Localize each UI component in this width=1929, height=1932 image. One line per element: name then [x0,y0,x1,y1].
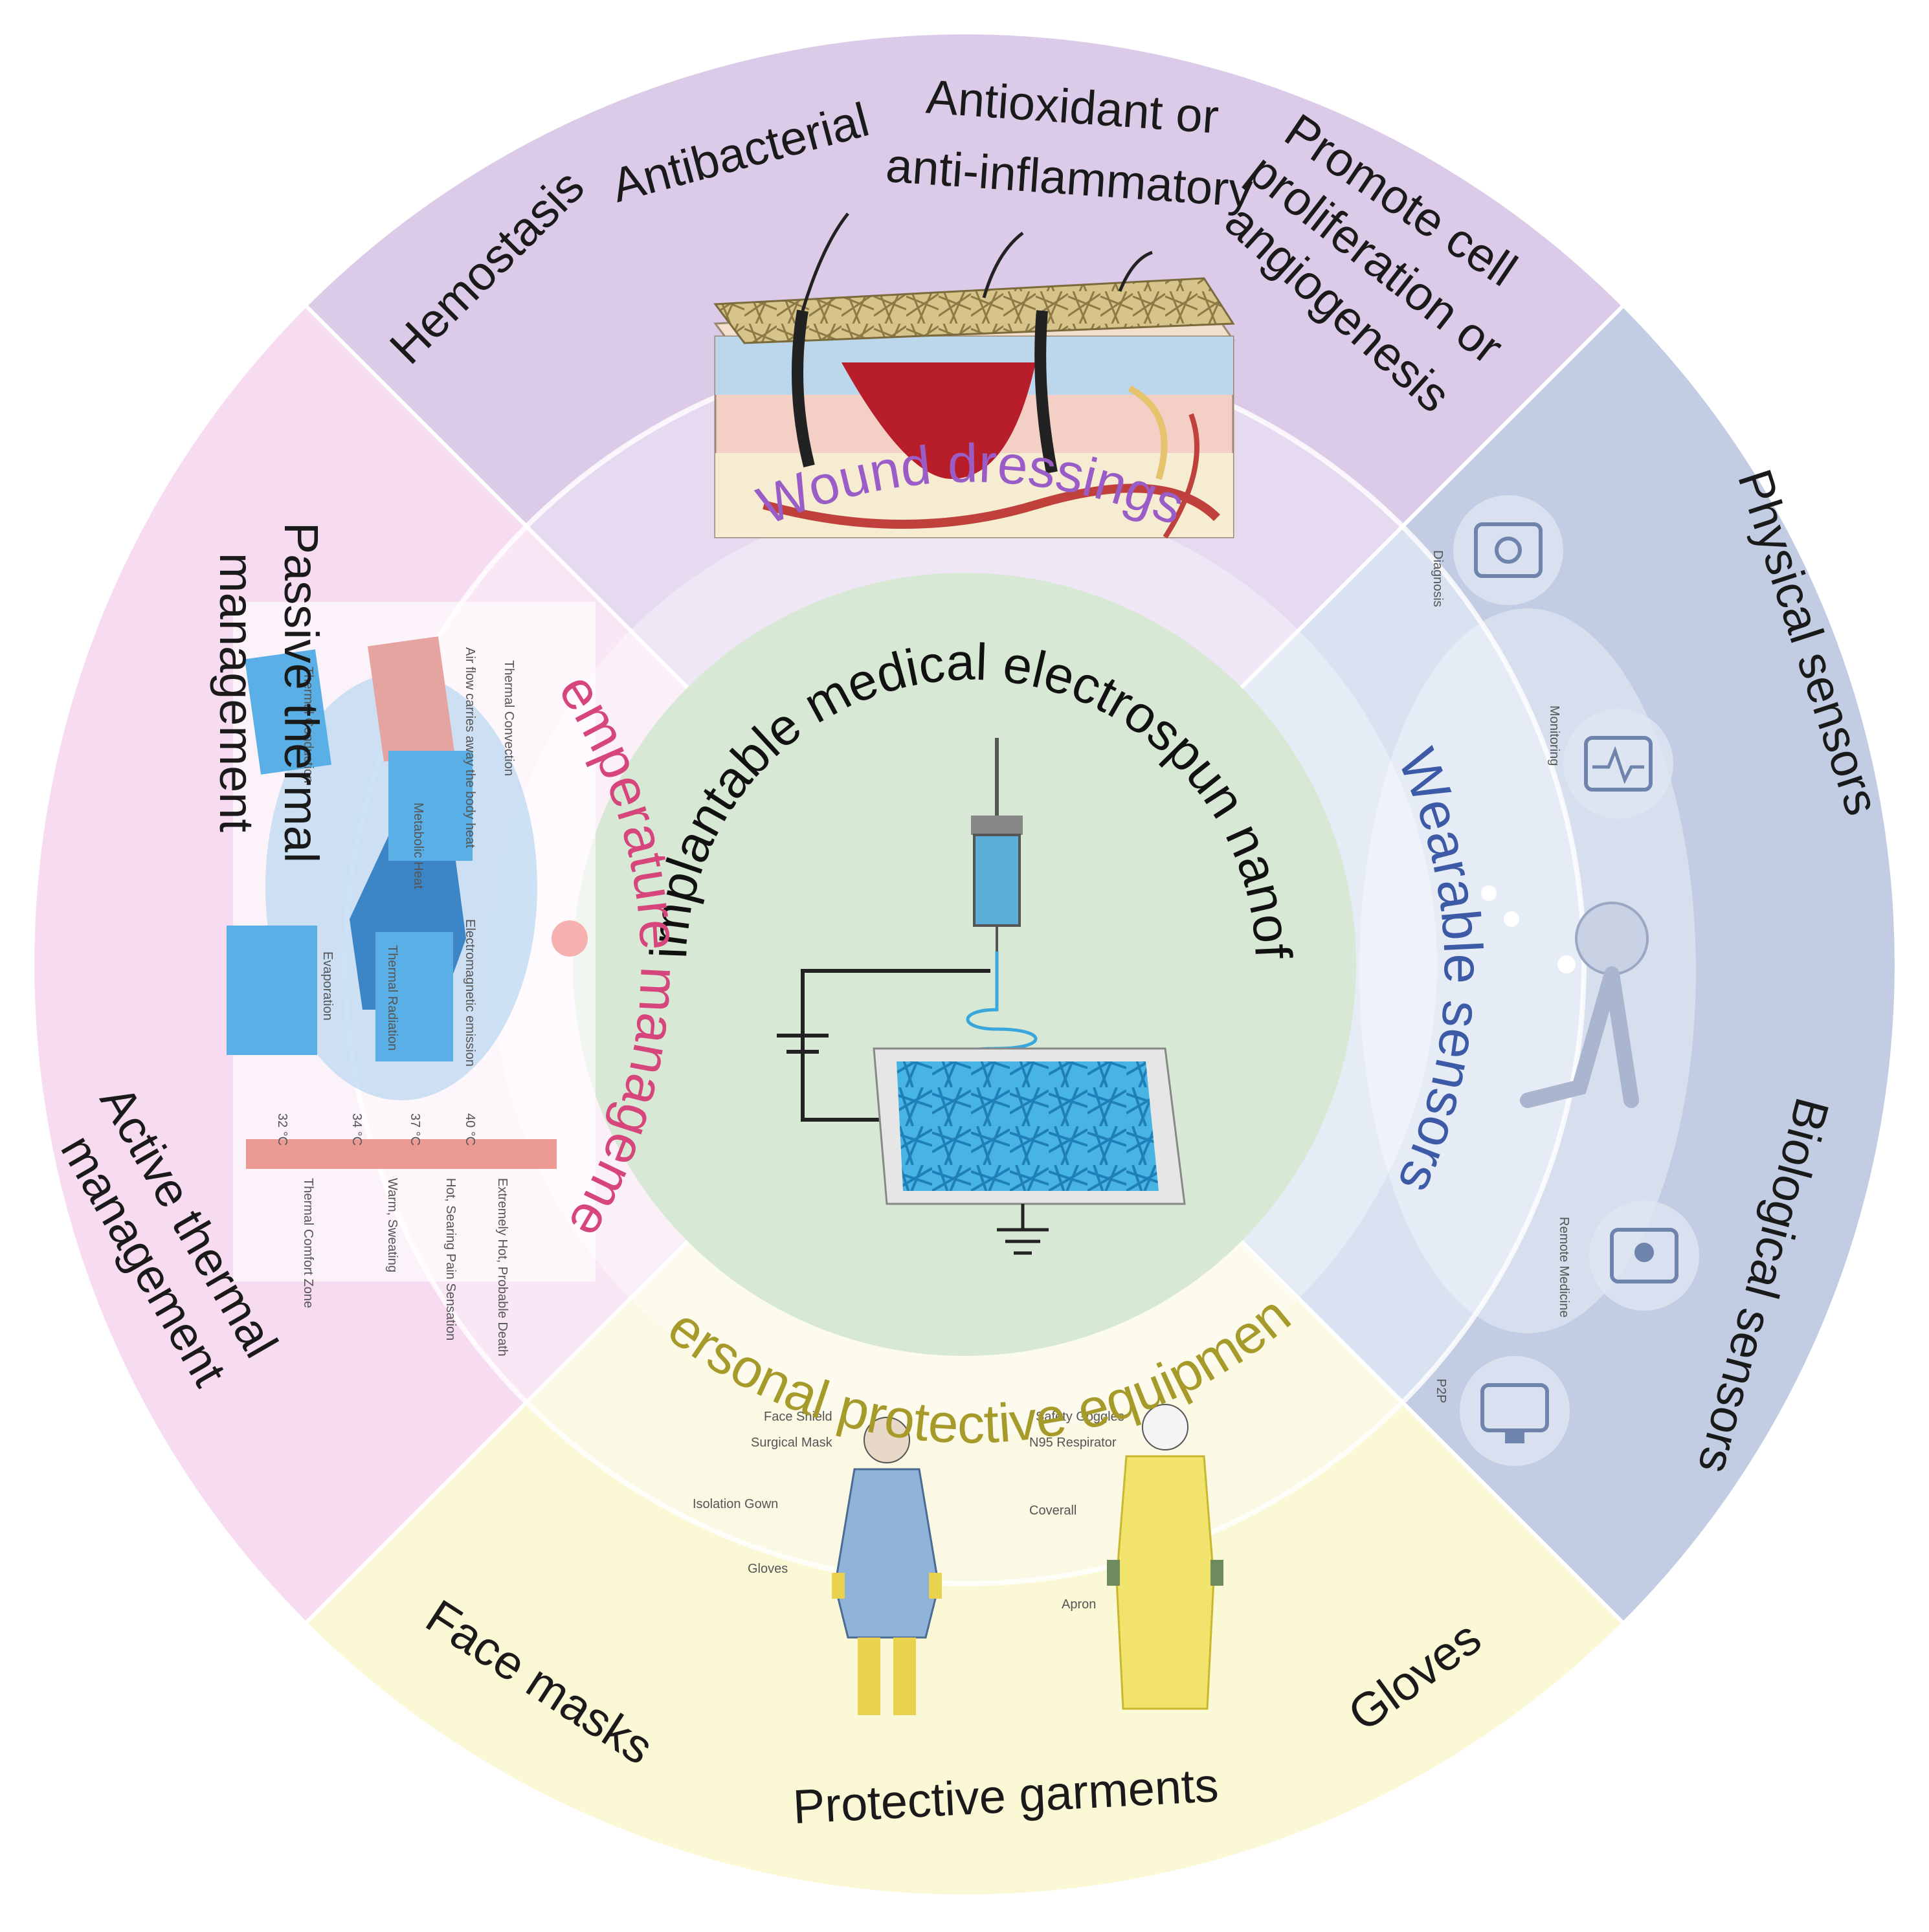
passive-thermal-label-line1: Passive thermal [274,522,328,863]
temperature-scale-labels: 32 °C 34 °C 37 °C 40 °C Thermal Comfort … [275,1113,509,1357]
svg-text:Extremely Hot, Probable Death: Extremely Hot, Probable Death [495,1178,509,1357]
syringe-icon [973,834,1021,927]
p2p-icon [1460,1356,1570,1466]
safety-goggles-label: Safety Goggles [1036,1410,1124,1424]
passive-thermal-label-line2: management [210,553,263,832]
svg-text:Hot, Searing Pain Sensation: Hot, Searing Pain Sensation [443,1178,458,1340]
svg-text:32 °C: 32 °C [275,1113,289,1146]
diagnosis-icon [1453,495,1563,605]
apron-label: Apron [1062,1597,1096,1612]
n95-respirator-label: N95 Respirator [1029,1436,1117,1450]
svg-text:Thermal Comfort Zone: Thermal Comfort Zone [301,1178,315,1308]
svg-text:Metabolic Heat: Metabolic Heat [411,803,425,889]
svg-text:Evaporation: Evaporation [320,951,335,1021]
temperature-scale-bar [246,1139,557,1169]
face-shield-label: Face Shield [764,1410,832,1424]
gowned-figure [832,1417,942,1715]
p2p-label: P2P [1434,1379,1448,1403]
monitoring-label: Monitoring [1547,705,1561,766]
surgical-mask-label: Surgical Mask [751,1436,833,1450]
svg-text:37 °C: 37 °C [408,1113,422,1146]
svg-text:Thermal Convection: Thermal Convection [502,660,516,776]
svg-text:Electromagnetic emission: Electromagnetic emission [463,919,477,1067]
wearable-sensor-illustration: Diagnosis Monitoring Remote Medicine P2P [1359,495,1699,1466]
diagnosis-label: Diagnosis [1431,550,1445,607]
svg-text:Air flow carries away the body: Air flow carries away the body heat [463,647,477,849]
svg-text:Thermal Conduction: Thermal Conduction [301,667,315,783]
coverall-figure [1107,1404,1223,1710]
svg-text:Warm, Sweating: Warm, Sweating [385,1178,399,1272]
svg-text:40 °C: 40 °C [463,1113,477,1146]
person-head-icon [1575,902,1649,975]
ppe-illustration: Face Shield Surgical Mask Isolation Gown… [693,1404,1223,1715]
remote-medicine-label: Remote Medicine [1557,1217,1571,1318]
gown-gloves-label: Gloves [748,1562,788,1576]
nanofiber-mat [897,1061,1159,1191]
thermal-illustration: Thermal Conduction Thermal Convection Me… [227,602,596,1357]
monitoring-icon [1563,709,1673,819]
isolation-gown-label: Isolation Gown [693,1497,778,1511]
skin-illustration [713,212,1235,539]
svg-text:34 °C: 34 °C [350,1113,364,1146]
svg-text:Thermal Radiation: Thermal Radiation [385,945,399,1050]
electrospinning-setup-illustration [777,738,1186,1255]
thermal-figure-labels: Thermal Conduction Thermal Convection Me… [301,647,516,1067]
coverall-label: Coverall [1029,1504,1076,1518]
remote-medicine-icon [1589,1201,1699,1311]
circuit-wire [801,969,990,1122]
